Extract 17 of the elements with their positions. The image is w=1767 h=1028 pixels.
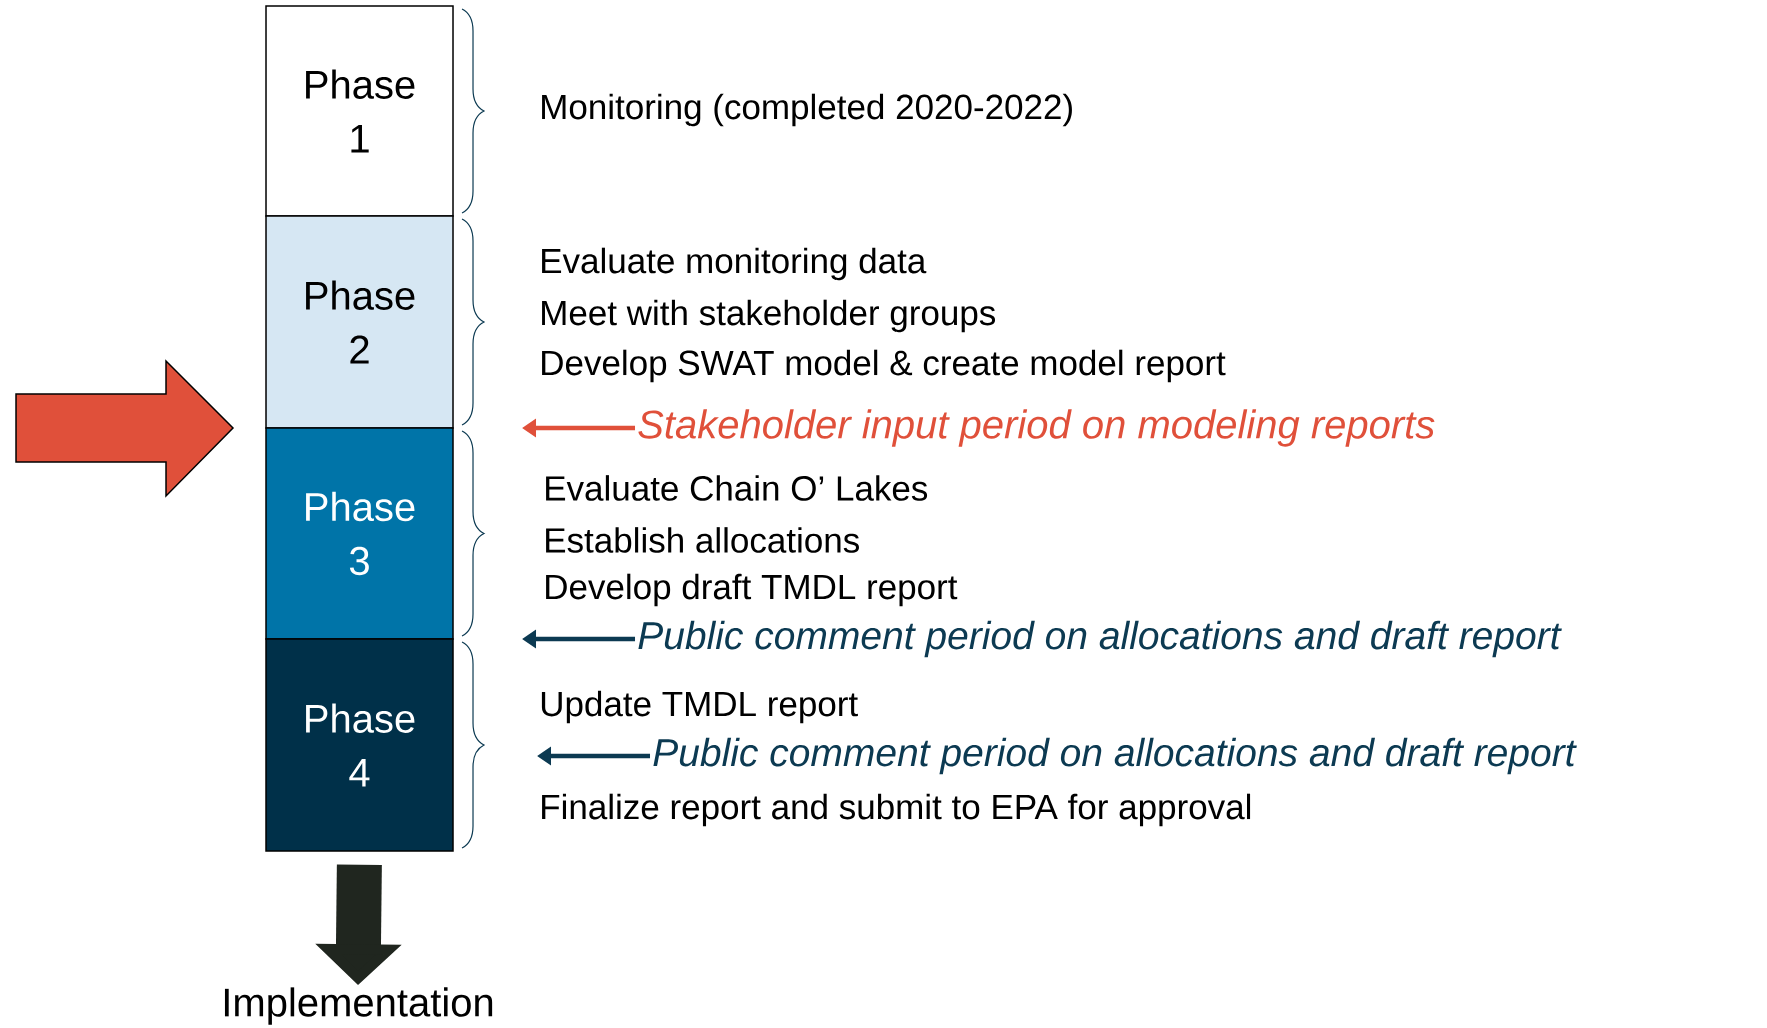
period-note: Stakeholder input period on modeling reports [638,409,1435,447]
period-note: Public comment period on allocations and draft report [653,737,1577,775]
result-label: Implementation [224,987,493,1025]
phase-box: Phase 3 [265,427,454,640]
step-text: Develop SWAT model & create model report [542,349,1226,383]
step-text: Establish allocations [546,527,859,553]
phase-box: Phase 1 [265,5,454,217]
step-text: Develop draft TMDL report [546,573,958,607]
step-text: Evaluate monitoring data [542,247,927,281]
phase-box: Phase 2 [265,215,454,429]
step-text: Meet with stakeholder groups [542,299,996,333]
step-text: Evaluate Chain O’ Lakes [546,475,928,501]
step-text: Monitoring (completed 2020-2022) [542,93,1072,127]
step-text: Finalize report and submit to EPA for approval [542,793,1251,827]
phase-box: Phase 4 [265,638,454,852]
period-note: Public comment period on allocations and draft report [638,620,1562,658]
step-text: Update TMDL report [541,690,858,724]
